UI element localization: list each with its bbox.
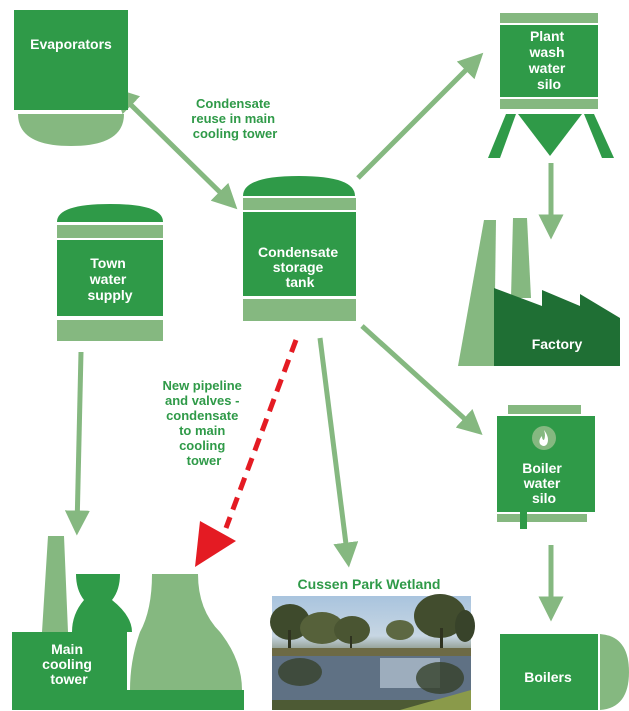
factory-chimney-left [458,220,496,366]
factory-chimney-right [511,218,531,298]
arrow-tank-boiler-silo [360,324,483,436]
plant-wash-leg-left [488,114,516,158]
plant-wash-label-line1: Plant [530,28,565,44]
tank-label-line3: tank [286,274,315,290]
town-water-rim [57,225,163,238]
boiler-silo-band [497,514,587,522]
reuse-line2: reuse in main [191,111,275,126]
plant-wash-hopper [518,114,582,156]
pipeline-line6: tower [187,453,222,468]
reuse-annotation: Condensate reuse in main cooling tower [191,96,278,141]
boilers-label: Boilers [524,669,572,685]
plant-wash-leg-right [584,114,614,158]
plant-wash-body [500,25,598,97]
boilers: Boilers [500,634,629,710]
evaporators: Evaporators [14,10,128,146]
main-cooling-tower: Main cooling tower [12,536,244,710]
svg-text:Plant wash water: Plant wash water silo [528,28,569,92]
plant-wash-top [500,13,598,23]
flame-icon-badge [532,426,556,450]
tank-label-line2: storage [273,259,324,275]
flow-arrows [64,52,564,622]
cooling-base [120,690,244,710]
cooling-label-line3: tower [50,671,88,687]
flame-icon [539,430,548,446]
evaporators-box [14,10,128,110]
arrow-tank-plant-wash [356,52,484,180]
pipeline-annotation: New pipeline and valves - condensate to … [162,378,245,468]
town-water-body [57,240,163,316]
boiler-silo-label-line2: water [523,475,561,491]
cooling-label-line2: cooling [42,656,92,672]
town-water-dome [57,204,163,222]
plant-wash-label-line2: wash [529,44,565,60]
wetland-title: Cussen Park Wetland [298,576,441,592]
factory: Factory [458,218,620,366]
cooling-tower-large [130,574,242,690]
pipeline-line3: condensate [166,408,238,423]
new-pipeline-arrow [195,339,299,567]
town-water-base [57,320,163,341]
cooling-chimney [42,536,68,632]
condensate-storage-tank: Condensate storage tank [243,176,356,321]
tank-body [243,212,356,296]
pipeline-line4: to main [179,423,225,438]
town-water-label-line3: supply [87,287,132,303]
wetland-photo [270,594,475,710]
boilers-cap [600,634,629,710]
pipeline-line5: cooling [179,438,225,453]
reuse-line1: Condensate [196,96,270,111]
tank-rim [243,198,356,210]
boiler-silo-top [508,405,581,414]
arrow-town-water-cooling [64,351,90,536]
town-water-label-line1: Town [90,255,126,271]
tank-dome [243,176,355,196]
svg-text:Boiler water silo: Boiler water silo [522,460,566,506]
arrow-tank-wetland [317,337,359,568]
boiler-silo-label-line1: Boiler [522,460,562,476]
plant-wash-band [500,99,598,109]
town-water-supply: Town water supply [57,204,163,341]
tank-label-line1: Condensate [258,244,338,260]
cooling-label-box [12,632,127,710]
red-arrowhead [195,521,236,567]
boiler-water-silo: Boiler water silo [497,405,595,529]
reuse-line3: cooling tower [193,126,278,141]
evaporators-base [18,114,124,146]
tank-base [243,299,356,321]
pipeline-line2: and valves - [165,393,239,408]
svg-text:Main cooling tower: Main cooling tower [42,641,96,687]
plant-wash-water-silo: Plant wash water silo [488,13,614,158]
boiler-silo-label-line3: silo [532,490,556,506]
arrow-evaporators-tank [113,87,238,210]
cooling-tower-small [72,574,132,632]
cooling-label-line1: Main [51,641,83,657]
plant-wash-label-line4: silo [537,76,561,92]
boiler-silo-valve [520,512,527,529]
svg-text:Town water supply: Town water supply [87,255,132,303]
factory-building [494,288,620,366]
evaporators-label: Evaporators [30,36,112,52]
boilers-box [500,634,598,710]
town-water-label-line2: water [89,271,127,287]
svg-text:Condensate storage: Condensate storage tank [258,244,342,290]
pipeline-line1: New pipeline [162,378,241,393]
factory-label: Factory [532,336,583,352]
plant-wash-label-line3: water [528,60,566,76]
cussen-park-wetland: Cussen Park Wetland [270,576,475,710]
